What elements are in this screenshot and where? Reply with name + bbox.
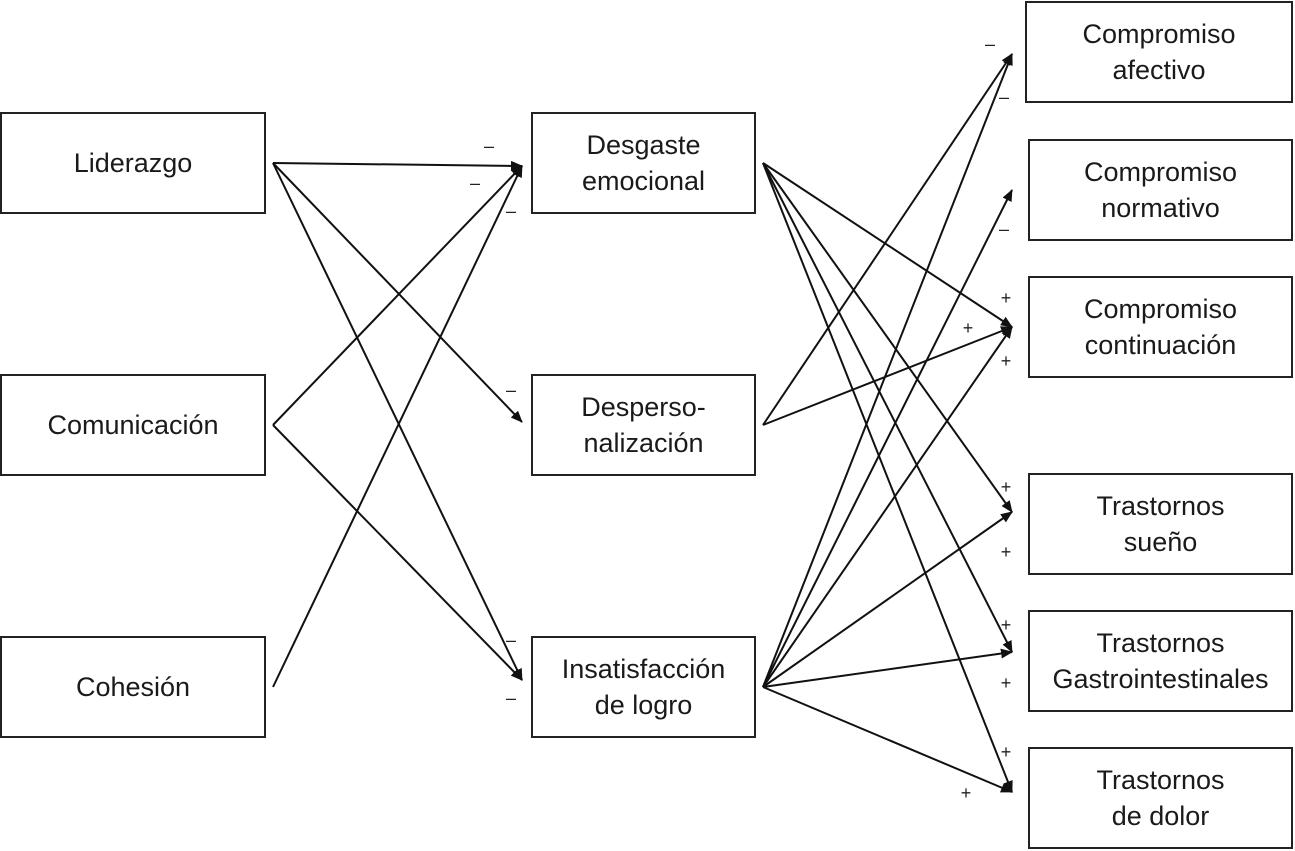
node-label-line-2: sueño <box>1123 527 1198 557</box>
sign-dolor-2: + <box>960 783 972 803</box>
arrow-desgaste-to-tras_dolor <box>762 162 1013 793</box>
node-label-line-1: Trastornos <box>1096 628 1225 658</box>
node-label-line-1: Compromiso <box>1082 19 1236 49</box>
sign-continuacion-2: + <box>962 318 974 338</box>
arrow-insatisfaccion-to-tras_sueno <box>762 511 1013 688</box>
sign-gastro-1: + <box>1000 615 1012 635</box>
sign-insatisfaccion-1: – <box>505 630 517 650</box>
node-cohesion: Cohesión <box>0 636 266 738</box>
node-label-line-2: continuación <box>1084 330 1237 360</box>
node-label: Comunicación <box>47 410 219 440</box>
sign-normativo-1: – <box>998 219 1010 239</box>
sign-afectivo-1: – <box>984 34 996 54</box>
arrow-desgaste-to-tras_gastro <box>762 162 1013 653</box>
node-trastornos-sueno: Trastornos sueño <box>1028 473 1293 575</box>
node-desgaste-emocional: Desgaste emocional <box>531 112 756 214</box>
sign-insatisfaccion-2: – <box>505 688 517 708</box>
sign-continuacion-1: + <box>1000 288 1012 308</box>
node-label-line-2: nalización <box>583 428 704 458</box>
node-label-line-1: Compromiso <box>1083 294 1238 324</box>
node-label-line-1: Insatisfacción <box>561 654 726 684</box>
node-label: Liderazgo <box>73 148 193 178</box>
node-label-line-1: Trastornos <box>1096 765 1225 795</box>
node-label-line-2: afectivo <box>1112 55 1206 85</box>
node-compromiso-normativo: Compromiso normativo <box>1028 139 1293 241</box>
node-trastornos-dolor: Trastornos de dolor <box>1028 747 1293 849</box>
node-label-line-2: de dolor <box>1111 801 1210 831</box>
sign-continuacion-3: + <box>1000 351 1012 371</box>
node-comunicacion: Comunicación <box>0 374 266 476</box>
sign-sueno-2: + <box>1000 542 1012 562</box>
sign-desgaste-2: – <box>469 173 481 193</box>
sign-despersonalizacion-1: – <box>505 380 517 400</box>
node-compromiso-afectivo: Compromiso afectivo <box>1025 1 1293 103</box>
node-label-line-2: emocional <box>581 166 706 196</box>
arrow-desgaste-to-tras_sueno <box>762 162 1013 513</box>
arrow-comunicacion-to-insatisfaccion <box>272 424 523 681</box>
arrow-insatisfaccion-to-comp_normativo <box>762 189 1013 688</box>
node-liderazgo: Liderazgo <box>0 112 266 214</box>
node-label-line-2: normativo <box>1101 193 1220 223</box>
arrow-liderazgo-to-despersonalizacion <box>272 162 523 423</box>
node-despersonalizacion: Desperso- nalización <box>531 374 756 476</box>
sign-sueno-1: + <box>1000 477 1012 497</box>
node-label-line-1: Desperso- <box>581 392 706 422</box>
arrow-cohesion-to-desgaste <box>272 165 523 688</box>
arrow-insatisfaccion-to-tras_gastro <box>762 648 1013 688</box>
node-compromiso-continuacion: Compromiso continuación <box>1028 276 1293 378</box>
arrow-liderazgo-to-insatisfaccion <box>272 162 523 681</box>
sign-desgaste-3: – <box>505 201 517 221</box>
node-label-line-1: Compromiso <box>1083 157 1238 187</box>
arrow-liderazgo-to-desgaste <box>272 160 523 171</box>
node-label-line-1: Trastornos <box>1096 491 1225 521</box>
node-trastornos-gastrointestinales: Trastornos Gastrointestinales <box>1028 610 1293 712</box>
sign-afectivo-2: – <box>998 87 1010 107</box>
arrow-insatisfaccion-to-comp_afectivo <box>762 53 1013 688</box>
node-insatisfaccion-de-logro: Insatisfacción de logro <box>531 636 756 738</box>
sign-desgaste-1: – <box>483 136 495 156</box>
arrow-comunicacion-to-desgaste <box>272 165 523 426</box>
arrow-insatisfaccion-to-comp_continuacion <box>762 326 1013 688</box>
sign-gastro-2: + <box>1000 673 1012 693</box>
arrow-insatisfaccion-to-tras_dolor <box>762 686 1013 793</box>
node-label-line-2: Gastrointestinales <box>1052 664 1269 694</box>
sign-dolor-1: + <box>1000 742 1012 762</box>
arrow-desgaste-to-comp_continuacion <box>762 162 1013 328</box>
arrow-despersonalizacion-to-comp_afectivo <box>762 53 1013 426</box>
arrow-despersonalizacion-to-comp_continuacion <box>762 326 1013 426</box>
node-label-line-1: Desgaste <box>586 130 701 160</box>
node-label-line-2: de logro <box>594 690 693 720</box>
node-label: Cohesión <box>75 672 191 702</box>
